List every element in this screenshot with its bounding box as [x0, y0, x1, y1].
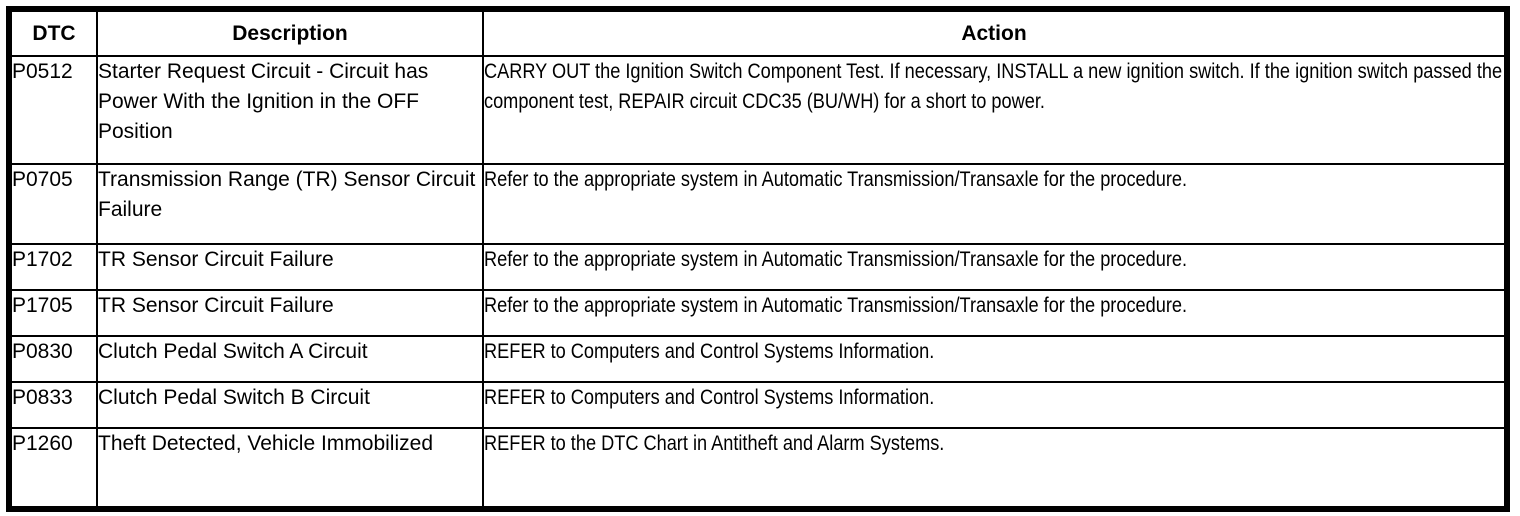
cell-description: Starter Request Circuit - Circuit has Po…: [96, 55, 484, 165]
cell-dtc: P0833: [10, 380, 98, 429]
dtc-description: TR Sensor Circuit Failure: [98, 293, 334, 317]
dtc-action: REFER to the DTC Chart in Antitheft and …: [484, 431, 945, 455]
dtc-chart-table-container: DTC Description Action P0512 Starter Req…: [6, 6, 1510, 512]
cell-action: REFER to the DTC Chart in Antitheft and …: [482, 426, 1506, 509]
column-header-action-label: Action: [961, 22, 1027, 45]
cell-action: CARRY OUT the Ignition Switch Component …: [482, 55, 1506, 165]
cell-dtc: P0705: [10, 162, 98, 245]
dtc-description: Clutch Pedal Switch A Circuit: [98, 339, 368, 363]
cell-dtc: P0830: [10, 334, 98, 383]
dtc-code: P1705: [12, 293, 73, 317]
cell-dtc: P1702: [10, 242, 98, 291]
cell-action: Refer to the appropriate system in Autom…: [482, 242, 1506, 291]
table-row: P0830 Clutch Pedal Switch A Circuit REFE…: [10, 334, 1506, 383]
dtc-chart-table: DTC Description Action P0512 Starter Req…: [10, 10, 1506, 509]
cell-description: Clutch Pedal Switch B Circuit: [96, 380, 484, 429]
column-header-dtc: DTC: [10, 10, 98, 57]
cell-description: TR Sensor Circuit Failure: [96, 242, 484, 291]
table-row: P1260 Theft Detected, Vehicle Immobilize…: [10, 426, 1506, 509]
dtc-action: Refer to the appropriate system in Autom…: [484, 293, 1188, 317]
dtc-code: P1260: [12, 431, 73, 455]
cell-dtc: P1260: [10, 426, 98, 509]
dtc-description: Theft Detected, Vehicle Immobilized: [98, 431, 433, 455]
cell-description: Theft Detected, Vehicle Immobilized: [96, 426, 484, 509]
column-header-action: Action: [482, 10, 1506, 57]
dtc-description: Transmission Range (TR) Sensor Circuit F…: [98, 167, 476, 221]
table-header: DTC Description Action: [10, 10, 1506, 57]
dtc-action: REFER to Computers and Control Systems I…: [484, 339, 935, 363]
cell-action: REFER to Computers and Control Systems I…: [482, 334, 1506, 383]
dtc-code: P0833: [12, 385, 73, 409]
dtc-action: REFER to Computers and Control Systems I…: [484, 385, 935, 409]
dtc-action: Refer to the appropriate system in Autom…: [484, 167, 1188, 191]
dtc-code: P0705: [12, 167, 73, 191]
dtc-action: Refer to the appropriate system in Autom…: [484, 247, 1188, 271]
cell-dtc: P0512: [10, 55, 98, 165]
table-row: P1705 TR Sensor Circuit Failure Refer to…: [10, 288, 1506, 337]
dtc-code: P0830: [12, 339, 73, 363]
table-header-row: DTC Description Action: [10, 10, 1506, 57]
dtc-description: TR Sensor Circuit Failure: [98, 247, 334, 271]
column-header-dtc-label: DTC: [32, 22, 76, 45]
table-row: P0705 Transmission Range (TR) Sensor Cir…: [10, 162, 1506, 245]
dtc-description: Starter Request Circuit - Circuit has Po…: [98, 60, 429, 143]
table-row: P0833 Clutch Pedal Switch B Circuit REFE…: [10, 380, 1506, 429]
table-row: P1702 TR Sensor Circuit Failure Refer to…: [10, 242, 1506, 291]
dtc-code: P0512: [12, 60, 73, 83]
column-header-description-label: Description: [232, 22, 348, 45]
column-header-description: Description: [96, 10, 484, 57]
cell-action: Refer to the appropriate system in Autom…: [482, 288, 1506, 337]
table-body: P0512 Starter Request Circuit - Circuit …: [10, 55, 1506, 509]
cell-description: Clutch Pedal Switch A Circuit: [96, 334, 484, 383]
cell-description: Transmission Range (TR) Sensor Circuit F…: [96, 162, 484, 245]
dtc-code: P1702: [12, 247, 73, 271]
table-row: P0512 Starter Request Circuit - Circuit …: [10, 55, 1506, 165]
dtc-action: CARRY OUT the Ignition Switch Component …: [484, 60, 1503, 113]
cell-description: TR Sensor Circuit Failure: [96, 288, 484, 337]
cell-dtc: P1705: [10, 288, 98, 337]
cell-action: REFER to Computers and Control Systems I…: [482, 380, 1506, 429]
cell-action: Refer to the appropriate system in Autom…: [482, 162, 1506, 245]
dtc-description: Clutch Pedal Switch B Circuit: [98, 385, 370, 409]
